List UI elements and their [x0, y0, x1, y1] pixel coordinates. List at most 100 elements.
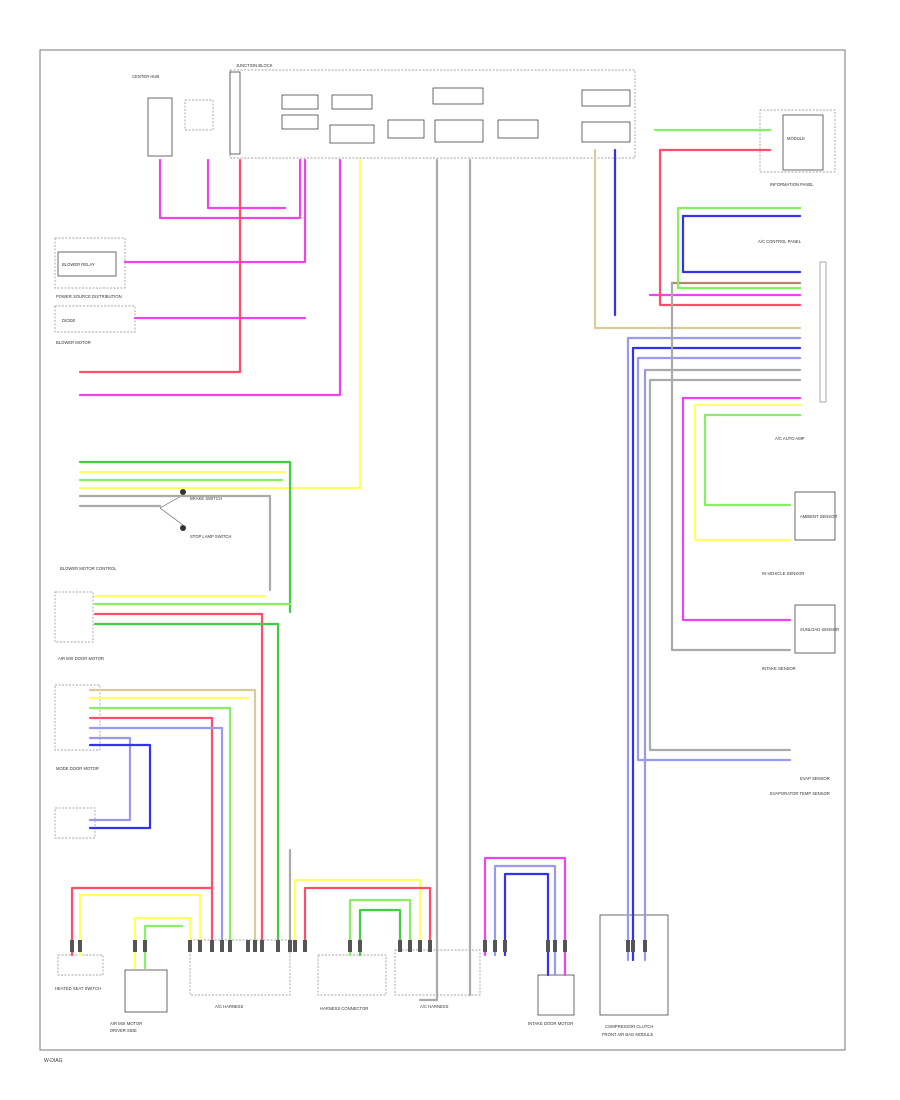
wire-yellow — [78, 893, 202, 957]
top-left-module-label: CENTER HUB — [132, 74, 159, 79]
connector-pin — [70, 940, 74, 952]
wire-pink — [206, 158, 287, 210]
bottom-connector-c2: HARNESS CONNECTOR — [317, 954, 387, 1011]
bottom-right-2-label: COMPRESSOR CLUTCH — [605, 1024, 653, 1029]
bottom-left-2-caption: DRIVER SIDE — [110, 1028, 137, 1033]
connector-pin — [198, 940, 202, 952]
wire-lightblue — [88, 726, 224, 952]
wire-blue — [88, 743, 152, 830]
wire-green — [676, 206, 802, 290]
top-small-module — [184, 99, 214, 131]
wire-red — [78, 158, 242, 374]
connector-pin — [210, 940, 214, 952]
right-sensor-3-caption: EVAPORATOR TEMP SENSOR — [770, 791, 830, 796]
connector-pin — [493, 940, 497, 952]
left-diode-label: DIODE — [62, 318, 75, 323]
wire-yellow — [78, 158, 362, 490]
connector-pin — [483, 940, 487, 952]
right-sensor-1-caption: IN-VEHICLE SENSOR — [762, 571, 804, 576]
left-upper-caption: POWER SOURCE DISTRIBUTION — [56, 294, 122, 299]
connector-pin — [276, 940, 280, 952]
wire-red — [658, 148, 802, 307]
connector-pin — [631, 940, 635, 952]
connector-pin — [348, 940, 352, 952]
connector-pin — [626, 940, 630, 952]
connector-pin — [546, 940, 550, 952]
wire-tan — [593, 148, 802, 330]
wire-lightblue — [493, 864, 557, 977]
right-top-caption: INFORMATION PANEL — [770, 182, 814, 187]
wire-blue — [503, 872, 550, 977]
connector-pin — [418, 940, 422, 952]
right-sensor-1-label: AMBIENT SENSOR — [800, 514, 837, 519]
bottom-c2-label: HARNESS CONNECTOR — [320, 1006, 368, 1011]
connector-pin — [358, 940, 362, 952]
wire-pink — [158, 158, 302, 220]
bottom-connector-c1: A/C HARNESS — [189, 939, 291, 1009]
connector-pin — [228, 940, 232, 952]
connector-pin — [553, 940, 557, 952]
left-diode: DIODE BLOWER MOTOR — [54, 305, 136, 345]
right-top-module-label: MODULE — [787, 136, 805, 141]
wire-red — [88, 716, 214, 952]
wire-pink — [681, 396, 792, 622]
wire-green — [143, 924, 184, 970]
left-module-label: MODE DOOR MOTOR — [56, 766, 99, 771]
connector-pin — [398, 940, 402, 952]
wire-group — [70, 128, 802, 1002]
junction-block-label: JUNCTION BLOCK — [236, 63, 273, 68]
junction-block: JUNCTION BLOCK — [229, 63, 636, 159]
connector-pin — [293, 940, 297, 952]
connector-pins — [70, 940, 647, 952]
connector-pin — [260, 940, 264, 952]
wire-brown — [88, 688, 257, 952]
connector-pin — [428, 940, 432, 952]
climate-panel-label: A/C CONTROL PANEL — [758, 239, 802, 244]
right-sensor-3-label: EVAP SENSOR — [800, 776, 830, 781]
wire-gray — [648, 378, 792, 752]
connector-pin — [503, 940, 507, 952]
wire-red — [93, 612, 264, 952]
bottom-intake-door-motor: INTAKE DOOR MOTOR — [528, 974, 575, 1026]
connector-pin — [143, 940, 147, 952]
bottom-left-1-label: HEATED SEAT SWITCH — [55, 986, 101, 991]
connector-pin — [133, 940, 137, 952]
brake-switch-2-label: STOP LAMP SWITCH — [190, 534, 231, 539]
wire-pink — [483, 856, 567, 977]
wire-gray — [78, 494, 272, 592]
left-motor-caption: BLOWER MOTOR CONTROL — [60, 566, 117, 571]
connector-pin — [563, 940, 567, 952]
wire-green — [78, 460, 292, 614]
left-relay-label: BLOWER RELAY — [62, 262, 95, 267]
connector-pin — [188, 940, 192, 952]
wire-lightblue — [88, 736, 132, 822]
top-left-module: CENTER HUB — [132, 74, 173, 157]
footer-code: W-DIAG — [44, 1058, 63, 1064]
right-top-module: MODULE INFORMATION PANEL — [759, 109, 836, 187]
wire-yellow — [693, 403, 792, 542]
bottom-left-2-label: AIR MIX MOTOR — [110, 1021, 142, 1026]
wire-yellow — [293, 878, 422, 952]
left-mid-caption: BLOWER MOTOR — [56, 340, 91, 345]
connector-pin — [78, 940, 82, 952]
bottom-right-2-caption: FRONT AIR BAG MODULE — [602, 1032, 654, 1037]
connector-pin — [220, 940, 224, 952]
bottom-left-connector: HEATED SEAT SWITCH — [55, 954, 104, 991]
wire-blue — [681, 214, 802, 274]
wire-red — [303, 886, 432, 952]
wire-green — [348, 898, 412, 957]
bottom-c3-label: A/C HARNESS — [420, 1004, 449, 1009]
wire-pink — [78, 158, 342, 397]
connector-pin — [643, 940, 647, 952]
wire-green — [358, 908, 402, 957]
bottom-c1-label: A/C HARNESS — [215, 1004, 244, 1009]
left-relay: BLOWER RELAY POWER SOURCE DISTRIBUTION — [54, 237, 126, 299]
wire-green — [93, 622, 280, 952]
right-module-label: A/C AUTO AMP — [775, 436, 805, 441]
wire-lightblue — [636, 356, 792, 762]
right-sensor-3: EVAP SENSOR EVAPORATOR TEMP SENSOR — [770, 776, 830, 796]
right-sensor-2: SUNLOAD SENSOR INTAKE SENSOR — [762, 604, 839, 671]
connector-pin — [288, 940, 292, 952]
wire-green — [703, 413, 792, 507]
